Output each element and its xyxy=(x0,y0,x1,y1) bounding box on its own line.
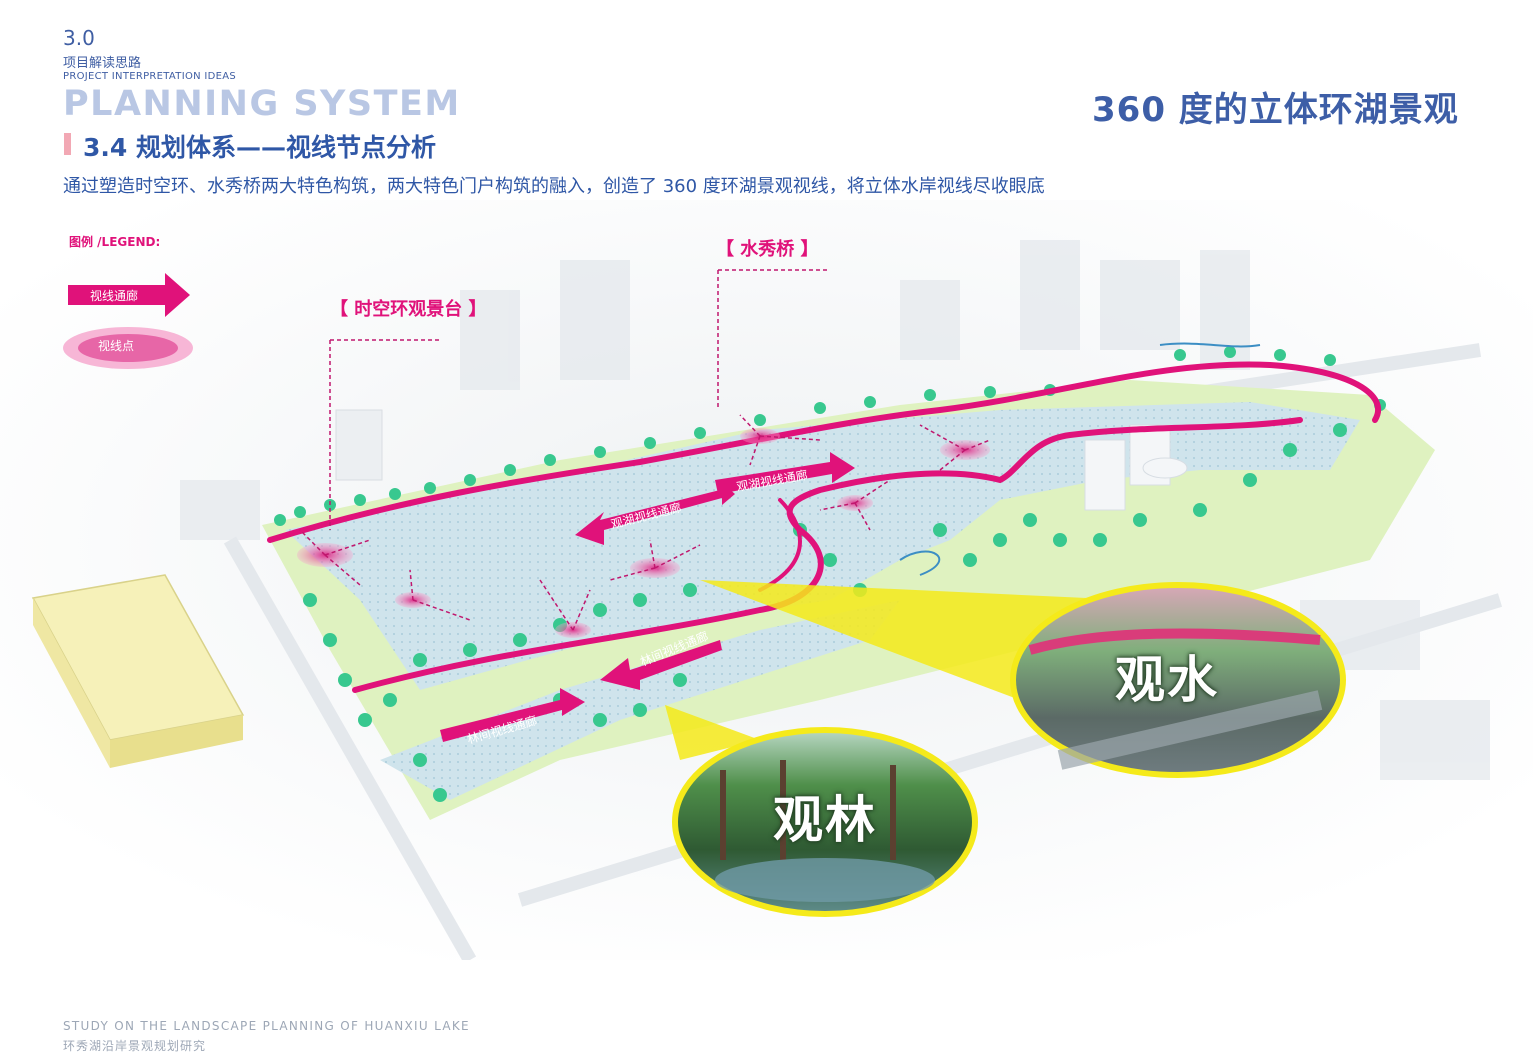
photo-label-forest: 观林 xyxy=(773,791,877,849)
photo-label-water: 观水 xyxy=(1115,651,1219,709)
callout-observation-ring: 【 时空环观景台 】 xyxy=(330,299,487,320)
tower-building xyxy=(335,409,383,481)
photo-inset-forest xyxy=(672,727,978,917)
subtitle-accent-bar xyxy=(64,133,71,155)
subtitle: 3.4 规划体系——视线节点分析 xyxy=(83,133,436,162)
section-number: 3.0 xyxy=(63,26,95,50)
section-title-cn: 项目解读思路 xyxy=(63,56,142,71)
footer-title-en: STUDY ON THE LANDSCAPE PLANNING OF HUANX… xyxy=(63,1019,470,1033)
legend-viewpoint-label: 视线点 xyxy=(98,339,135,353)
corridor-arrows xyxy=(440,452,855,742)
lower-lake-water xyxy=(380,600,900,800)
legend-corridor-label: 视线通廊 xyxy=(90,289,139,303)
sight-lines xyxy=(299,269,991,631)
description: 通过塑造时空环、水秀桥两大特色构筑，两大特色门户构筑的融入，创造了 360 度环… xyxy=(63,176,1045,197)
ring-paths xyxy=(267,361,1382,693)
photo-inset-water xyxy=(1010,582,1346,778)
right-complex-buildings xyxy=(1084,424,1188,511)
view-points xyxy=(297,428,990,638)
legend-title: 图例 /LEGEND: xyxy=(69,235,161,249)
section-title-en: PROJECT INTERPRETATION IDEAS xyxy=(63,71,237,82)
exhibition-building xyxy=(31,574,245,768)
legend-shapes xyxy=(63,273,193,369)
callout-water-bridge: 【 水秀桥 】 xyxy=(716,239,819,260)
headline: 360 度的立体环湖景观 xyxy=(1092,90,1459,130)
tree-clusters xyxy=(274,346,1386,802)
lake-plan-illustration xyxy=(0,200,1533,960)
streams xyxy=(899,342,1261,576)
footer-title-cn: 环秀湖沿岸景观规划研究 xyxy=(63,1039,207,1053)
page-title: PLANNING SYSTEM xyxy=(63,84,461,124)
